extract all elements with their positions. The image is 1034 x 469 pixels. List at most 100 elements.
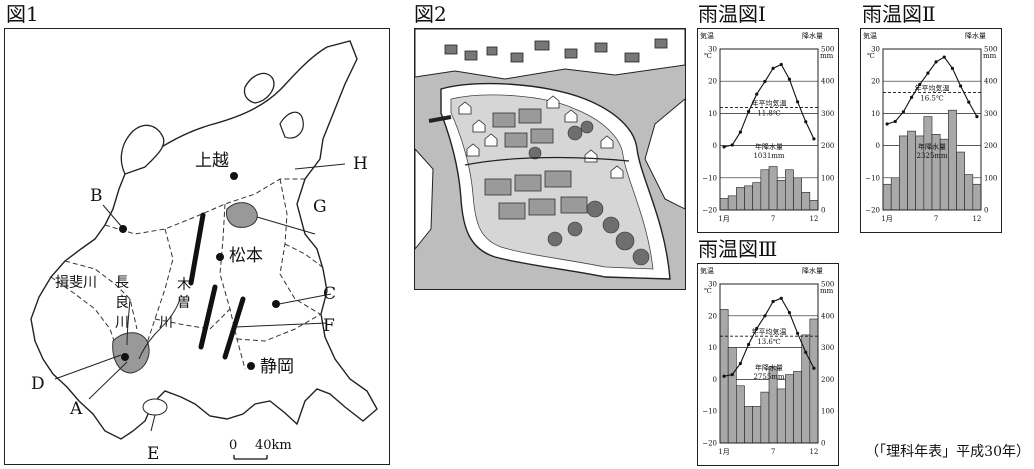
precip-bar: [768, 166, 778, 211]
temp-line: [886, 56, 978, 125]
precip-tick-label: 500: [984, 46, 997, 54]
temp-tick-label: 0: [713, 142, 717, 150]
precip-bar: [744, 406, 753, 444]
temp-tick-label: 10: [708, 110, 717, 118]
precip-bar: [736, 187, 745, 211]
noto-peninsula: [120, 124, 165, 175]
temp-point: [771, 66, 775, 70]
temp-point: [812, 137, 816, 141]
temp-point: [787, 311, 792, 315]
temp-point: [885, 122, 889, 126]
area-A-shade: [112, 332, 150, 374]
month-tick: 1月: [718, 448, 729, 456]
temp-point: [763, 79, 767, 84]
label-D: D: [31, 374, 45, 394]
kiso-river: [138, 298, 181, 360]
annual-precip-value: 2325mm: [916, 152, 947, 160]
temp-point: [942, 55, 946, 59]
precip-bar: [809, 200, 819, 211]
region-map-svg: 上越 松本 静岡 A B C D E F G H 揖斐川 長 良 川 木 曽 川: [30, 40, 378, 464]
precip-tick-label: 0: [821, 207, 825, 215]
temp-point: [804, 120, 808, 124]
city-label-joetsu: 上越: [195, 151, 229, 171]
precip-tick-label: 200: [821, 376, 834, 384]
month-tick: 12: [809, 448, 818, 456]
river-label-ibi: 揖斐川: [55, 275, 97, 291]
left-bank: [414, 147, 434, 251]
temp-tick-label: 0: [713, 376, 717, 384]
precip-bar: [776, 180, 786, 211]
temp-point: [779, 296, 783, 300]
precip-bar: [890, 177, 900, 211]
precip-axis-unit: mm: [820, 287, 834, 295]
city-dot-joetsu: [230, 172, 238, 180]
area-E-circle: [142, 398, 168, 416]
annual-precip-caption: 年降水量: [755, 363, 783, 372]
avg-temp-caption: 年平均気温: [915, 83, 950, 92]
avg-temp-caption: 年平均気温: [752, 327, 787, 336]
river-label-kiso-1: 木: [177, 277, 191, 293]
temp-point: [730, 143, 734, 147]
temp-tick-label: 20: [708, 78, 717, 86]
temp-point: [746, 342, 751, 347]
temp-point: [950, 66, 955, 70]
precip-tick-label: 200: [984, 142, 997, 150]
precip-bar: [899, 135, 908, 211]
annual-precip-caption: 年降水量: [918, 142, 946, 151]
temp-tick-label: 0: [876, 142, 880, 150]
temp-line: [723, 297, 815, 377]
precip-bar: [785, 374, 794, 444]
temp-point: [901, 110, 906, 114]
precip-tick-label: 200: [821, 142, 834, 150]
temp-point: [787, 77, 792, 81]
temp-point: [746, 109, 751, 114]
river-label-nagara-2: 良: [115, 295, 129, 311]
temp-point: [763, 314, 767, 318]
annual-precip-value: 2755mm: [753, 373, 784, 381]
temp-tick-label: −10: [865, 174, 880, 182]
temp-tick-label: 30: [708, 46, 717, 54]
precip-tick-label: 500: [821, 281, 834, 289]
avg-temp-value: 13.6℃: [757, 338, 781, 346]
precip-tick-label: 300: [821, 344, 834, 352]
plot-frame: [719, 283, 819, 444]
temp-point: [967, 100, 971, 104]
temp-point: [755, 92, 759, 96]
mountain-ranges: [188, 212, 246, 360]
chart-title-3: 雨温図Ⅲ: [698, 237, 778, 261]
waju-illustration: [414, 28, 686, 290]
precip-bar: [948, 109, 957, 211]
precip-bar: [809, 318, 819, 444]
temp-point: [730, 373, 734, 377]
temp-tick-label: 10: [871, 110, 880, 118]
city-label-shizuoka: 静岡: [260, 357, 294, 377]
precip-bar: [752, 406, 762, 444]
nagara-river: [126, 298, 131, 346]
temp-point: [958, 84, 963, 88]
scale-zero: 0: [229, 438, 237, 453]
point-dot-C: [272, 300, 280, 308]
label-E: E: [147, 444, 159, 464]
label-B: B: [90, 186, 103, 206]
plot-frame: [882, 48, 982, 211]
precip-tick-label: 300: [984, 110, 997, 118]
precip-tick-label: 400: [821, 78, 834, 86]
precip-bar: [760, 169, 770, 211]
precip-bar: [752, 182, 762, 211]
temp-point: [795, 100, 800, 104]
precip-axis-label: 降水量: [802, 266, 823, 275]
temp-tick-label: 20: [708, 312, 717, 320]
temp-point: [738, 361, 743, 366]
scale-distance: 40km: [255, 438, 292, 453]
area-G-shade: [226, 202, 258, 228]
temp-point: [812, 366, 816, 370]
temp-point: [975, 115, 979, 119]
prefecture-borders: [50, 178, 326, 370]
temp-point: [926, 71, 930, 75]
temp-tick-label: −20: [702, 207, 717, 215]
city-label-matsumoto: 松本: [229, 246, 263, 266]
river-label-nagara-1: 長: [115, 275, 129, 291]
